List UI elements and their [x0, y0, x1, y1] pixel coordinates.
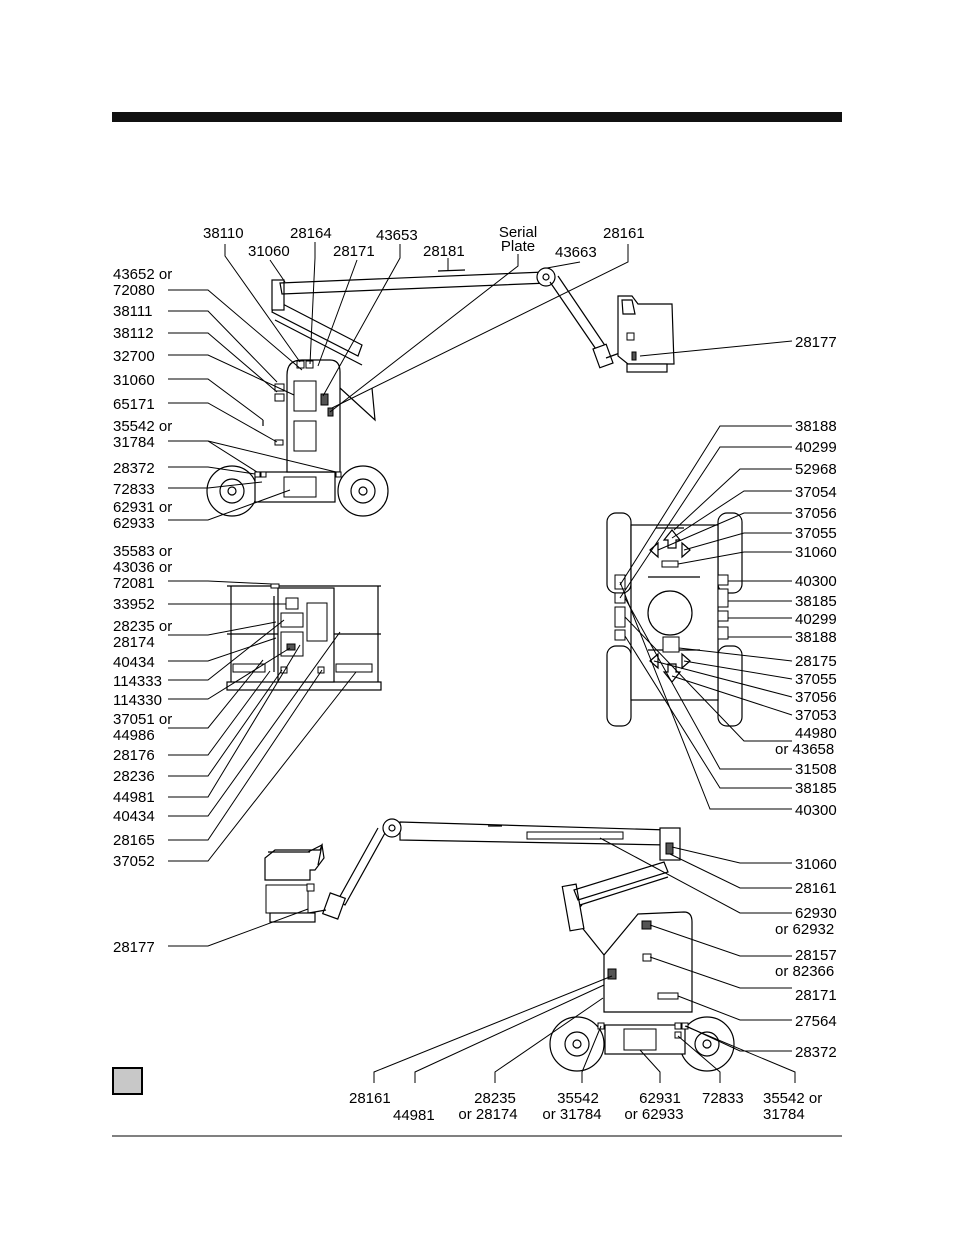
label-28165: 28165 — [113, 832, 155, 849]
legend-swatch — [112, 1067, 143, 1095]
label-31060-topview: 31060 — [795, 544, 837, 561]
label-72833-bottom: 72833 — [702, 1090, 744, 1107]
label-28236: 28236 — [113, 768, 155, 785]
label-27564: 27564 — [795, 1013, 837, 1030]
label-31060-right: 31060 — [795, 856, 837, 873]
label-43663: 43663 — [555, 244, 597, 261]
label-40299: 40299 — [795, 439, 837, 456]
label-37052: 37052 — [113, 853, 155, 870]
label-28177-left: 28177 — [113, 939, 155, 956]
labels-top-view: 38188 40299 52968 37054 37056 37055 3106… — [775, 418, 837, 819]
label-52968: 52968 — [795, 461, 837, 478]
label-65171: 65171 — [113, 396, 155, 413]
platform-view-drawing — [226, 583, 382, 691]
label-38185: 38185 — [795, 593, 837, 610]
label-28161-right: 28161 — [795, 880, 837, 897]
label-28171-right: 28171 — [795, 987, 837, 1004]
label-44981-bottom: 44981 — [393, 1107, 435, 1124]
label-28176: 28176 — [113, 747, 155, 764]
label-38110: 38110 — [203, 225, 244, 242]
label-37055-b: 37055 — [795, 671, 837, 688]
label-28177-right: 28177 — [795, 334, 837, 351]
label-28161-bottom: 28161 — [349, 1090, 391, 1107]
top-view-drawing — [606, 512, 743, 727]
label-38185-b: 38185 — [795, 780, 837, 797]
label-28372-right: 28372 — [795, 1044, 837, 1061]
label-28181: 28181 — [423, 243, 465, 260]
label-40299-b: 40299 — [795, 611, 837, 628]
label-31508: 31508 — [795, 761, 837, 778]
label-31060: 31060 — [113, 372, 155, 389]
label-38111: 38111 — [113, 303, 153, 320]
label-37053: 37053 — [795, 707, 837, 724]
label-40300: 40300 — [795, 573, 837, 590]
label-40434: 40434 — [113, 654, 155, 671]
header-rule — [112, 112, 842, 122]
label-72833: 72833 — [113, 481, 155, 498]
label-28164: 28164 — [290, 225, 332, 242]
label-37055: 37055 — [795, 525, 837, 542]
side-view-left-drawing — [206, 267, 675, 517]
leader-lines — [168, 242, 796, 1083]
label-37054: 37054 — [795, 484, 837, 501]
label-31060-top: 31060 — [248, 243, 290, 260]
label-28161-top: 28161 — [603, 225, 645, 242]
label-38188: 38188 — [795, 418, 837, 435]
label-44981: 44981 — [113, 789, 155, 806]
label-33952: 33952 — [113, 596, 155, 613]
label-43653: 43653 — [376, 227, 418, 244]
label-28171-top: 28171 — [333, 243, 375, 260]
label-114330: 114330 — [113, 692, 162, 709]
label-37056-b: 37056 — [795, 689, 837, 706]
label-40300-b: 40300 — [795, 802, 837, 819]
label-38112: 38112 — [113, 325, 154, 342]
label-114333: 114333 — [113, 673, 162, 690]
label-28372: 28372 — [113, 460, 155, 477]
label-40434-b: 40434 — [113, 808, 155, 825]
label-37056: 37056 — [795, 505, 837, 522]
label-32700: 32700 — [113, 348, 155, 365]
label-28175: 28175 — [795, 653, 837, 670]
side-view-right-drawing — [264, 818, 735, 1072]
label-38188-b: 38188 — [795, 629, 837, 646]
